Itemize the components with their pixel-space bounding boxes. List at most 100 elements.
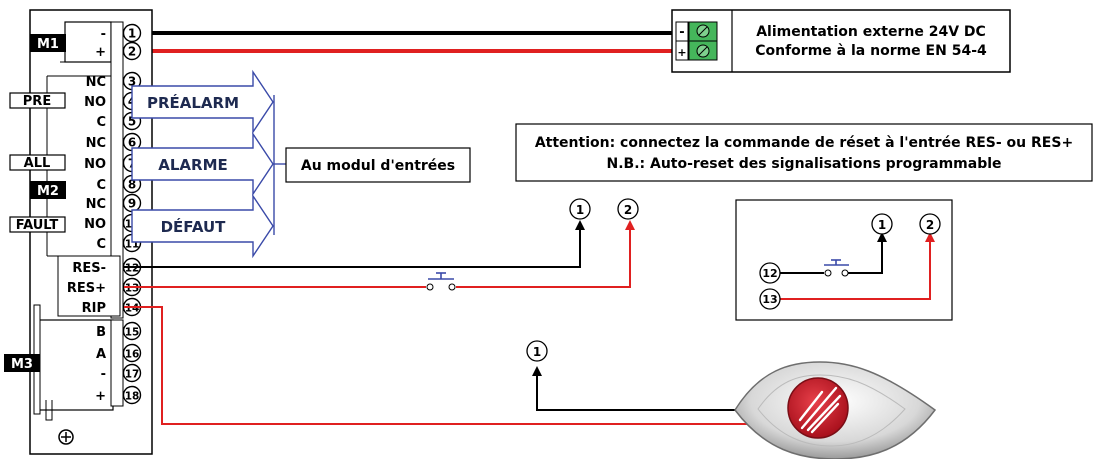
psu-plus-label: +	[677, 46, 686, 59]
reset-arrow-1	[575, 220, 585, 230]
terminal-number: 1	[128, 27, 136, 41]
psu-line-1: Alimentation externe 24V DC	[756, 24, 986, 40]
terminal-number: 8	[128, 178, 136, 192]
repeater-wire-rip	[124, 306, 770, 425]
fire-logo-icon	[798, 386, 842, 434]
terminal-label-5: C	[96, 115, 106, 130]
detail-number-12: 12	[762, 267, 777, 280]
terminal-label-3: NC	[86, 75, 106, 90]
terminal-label-8: C	[96, 178, 106, 193]
reset-number-1-circle	[569, 198, 591, 220]
relay-output-prealarm: PRÉALARM	[147, 93, 239, 112]
terminal-circle	[122, 385, 142, 405]
reset-note-line-2: N.B.: Auto-reset des signalisations prog…	[606, 156, 1001, 172]
detail-number-13: 13	[762, 293, 777, 306]
terminal-label-4: NO	[84, 95, 106, 110]
mounting-screw-icon	[58, 429, 74, 445]
arrow-defaut	[131, 193, 274, 259]
terminal-number: 5	[128, 115, 136, 129]
terminal-label-15: B	[96, 325, 106, 340]
terminal-number: 15	[125, 327, 140, 339]
terminal-number: 2	[128, 45, 136, 59]
detail-number-2-circle	[919, 213, 941, 235]
terminal-number: 9	[128, 197, 136, 211]
terminal-2: 2	[122, 41, 142, 61]
relay-fault-badge	[9, 216, 66, 233]
relay-fault-label: FAULT	[16, 218, 59, 233]
detail-number-1: 1	[878, 218, 886, 232]
input-module-box	[285, 147, 471, 183]
psu-minus-label: -	[679, 25, 684, 40]
detail-number-2: 2	[926, 218, 934, 232]
power-supply	[671, 9, 1011, 73]
terminal-label-6: NC	[86, 136, 106, 151]
terminal-circle	[122, 343, 142, 363]
detail-number-1-circle	[871, 213, 893, 235]
relay-output-alarme: ALARME	[158, 156, 228, 174]
terminal-16: 16	[122, 343, 142, 363]
terminal-17: 17	[122, 363, 142, 383]
reset-number-2-circle	[617, 198, 639, 220]
relay-output-arrows	[131, 69, 286, 259]
relay-pre-label: PRE	[23, 94, 51, 109]
terminal-1: 1	[122, 23, 142, 43]
relay-all-label: ALL	[24, 156, 51, 171]
terminal-number: 3	[128, 75, 136, 89]
relay-pre-badge	[9, 92, 66, 109]
arrow-alarme	[131, 131, 274, 197]
reset-number-1: 1	[576, 203, 584, 217]
terminal-label-11: C	[96, 237, 106, 252]
detail-number-12-circle	[759, 262, 781, 284]
terminal-circle	[122, 41, 142, 61]
terminal-label-13: RES+	[67, 281, 106, 296]
terminal-15: 15	[122, 321, 142, 341]
terminal-label-14: RIP	[82, 301, 106, 316]
module-m1-label: M1	[37, 37, 59, 52]
reset-number-2: 2	[624, 203, 632, 217]
reset-pushbutton-icon	[426, 272, 456, 291]
reset-wire-res-minus	[124, 228, 581, 268]
module-m3-label: M3	[11, 357, 33, 372]
terminal-18: 18	[122, 385, 142, 405]
terminal-label-17: -	[101, 367, 106, 382]
terminal-label-18: +	[95, 389, 106, 404]
module-m3-badge	[4, 354, 40, 372]
terminal-number: 13	[125, 283, 140, 295]
terminal-number: 6	[128, 136, 136, 150]
repeater-number: 1	[533, 345, 541, 359]
module-m2-label: M2	[37, 184, 59, 199]
arrow-prealarm	[131, 69, 274, 135]
terminal-number: 14	[125, 303, 140, 315]
terminal-circle	[122, 23, 142, 43]
detail-number-13-circle	[759, 288, 781, 310]
remote-repeater-device	[734, 361, 937, 459]
terminal-number: 12	[125, 263, 140, 275]
terminal-label-16: A	[96, 347, 106, 362]
repeater-number-circle	[526, 340, 548, 362]
repeater-wire-ground	[536, 374, 742, 411]
terminal-labels: - + NC NO C NC NO C NC NO C RES- RES+ RIP BA - +	[67, 27, 106, 404]
terminal-label-1: -	[101, 27, 106, 42]
relay-all-badge	[9, 154, 66, 171]
terminal-label-10: NO	[84, 217, 106, 232]
module-m2-badge	[30, 181, 66, 199]
terminal-6: 6	[122, 132, 142, 152]
reset-arrow-2	[625, 220, 635, 230]
terminal-number: 18	[125, 391, 140, 403]
terminal-circle	[122, 363, 142, 383]
terminal-9: 9	[122, 193, 142, 213]
terminal-label-12: RES-	[72, 261, 106, 276]
terminal-label-9: NC	[86, 197, 106, 212]
terminal-label-7: NO	[84, 157, 106, 172]
reset-note-line-1: Attention: connectez la commande de rése…	[535, 135, 1073, 151]
terminal-number: 17	[125, 369, 140, 381]
repeater-arrow	[532, 366, 542, 376]
reset-note-box	[515, 123, 1093, 182]
terminal-label-2: +	[95, 45, 106, 60]
reset-wire-res-plus-2	[456, 228, 631, 288]
terminal-number: 16	[125, 349, 140, 361]
relay-output-defaut: DÉFAUT	[161, 217, 227, 236]
input-module-label: Au modul d'entrées	[301, 158, 455, 174]
psu-line-2: Conforme à la norme EN 54-4	[755, 43, 987, 59]
